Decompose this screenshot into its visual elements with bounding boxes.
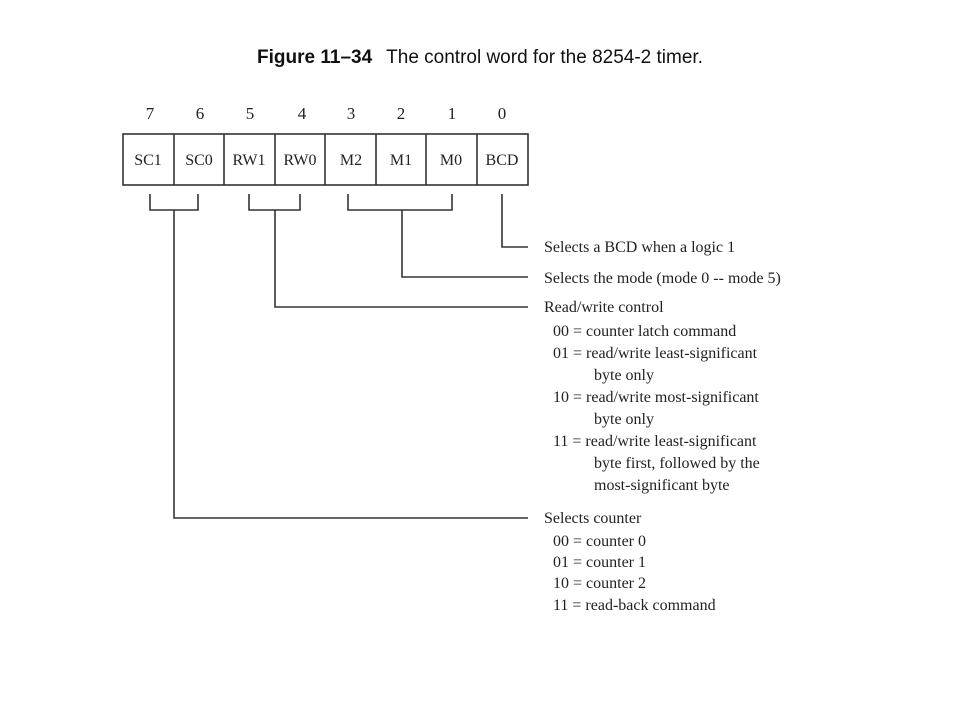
counter-line: 00 = counter 0	[553, 533, 646, 550]
bit-number-row: 7 6 5 4 3 2 1 0	[146, 104, 507, 123]
field-bcd: BCD	[486, 152, 519, 169]
bit-number: 7	[146, 104, 155, 123]
field-sc0: SC0	[185, 152, 213, 169]
rw-line: 00 = counter latch command	[553, 323, 736, 340]
field-m0: M0	[440, 152, 462, 169]
bcd-leader-line	[501, 194, 528, 248]
rw-line: 11 = read/write least-significant	[553, 433, 757, 450]
figure-title: The control word for the 8254-2 timer.	[386, 47, 703, 68]
figure-number: Figure 11–34	[257, 47, 373, 68]
rw-line: 01 = read/write least-significant	[553, 345, 758, 362]
mode-description-text: Selects the mode (mode 0 -- mode 5)	[544, 270, 781, 287]
field-sc1: SC1	[134, 152, 162, 169]
field-rw1: RW1	[233, 152, 266, 169]
rw-bracket	[248, 194, 301, 211]
bit-number: 5	[246, 104, 255, 123]
connector-lines	[149, 194, 528, 519]
rw-line: byte only	[594, 367, 654, 384]
bit-number: 3	[347, 104, 356, 123]
counter-description: Selects counter 00 = counter 0 01 = coun…	[544, 510, 716, 614]
bcd-description: Selects a BCD when a logic 1	[544, 239, 735, 256]
bit-number: 6	[196, 104, 205, 123]
counter-line: 01 = counter 1	[553, 554, 646, 571]
rw-line: most-significant byte	[594, 477, 730, 494]
rw-line: 10 = read/write most-significant	[553, 389, 759, 406]
counter-line: 11 = read-back command	[553, 597, 716, 614]
rw-description: Read/write control 00 = counter latch co…	[544, 299, 760, 494]
field-rw0: RW0	[284, 152, 317, 169]
rw-title: Read/write control	[544, 299, 664, 316]
bit-number: 0	[498, 104, 507, 123]
mode-leader-line	[401, 210, 528, 278]
field-m1: M1	[390, 152, 412, 169]
bcd-description-text: Selects a BCD when a logic 1	[544, 239, 735, 256]
rw-line: byte only	[594, 411, 654, 428]
rw-leader-line	[274, 210, 528, 308]
mode-bracket	[347, 194, 453, 211]
register-fields: SC1 SC0 RW1 RW0 M2 M1 M0 BCD	[122, 133, 529, 186]
rw-line: byte first, followed by the	[594, 455, 760, 472]
bit-number: 4	[298, 104, 307, 123]
counter-title: Selects counter	[544, 510, 642, 527]
sc-leader-line	[173, 210, 528, 519]
bit-number: 2	[397, 104, 406, 123]
sc-bracket	[149, 194, 199, 211]
counter-line: 10 = counter 2	[553, 575, 646, 592]
mode-description: Selects the mode (mode 0 -- mode 5)	[544, 270, 781, 287]
field-m2: M2	[340, 152, 362, 169]
bit-number: 1	[448, 104, 457, 123]
figure-caption: Figure 11–34 The control word for the 82…	[257, 47, 703, 68]
